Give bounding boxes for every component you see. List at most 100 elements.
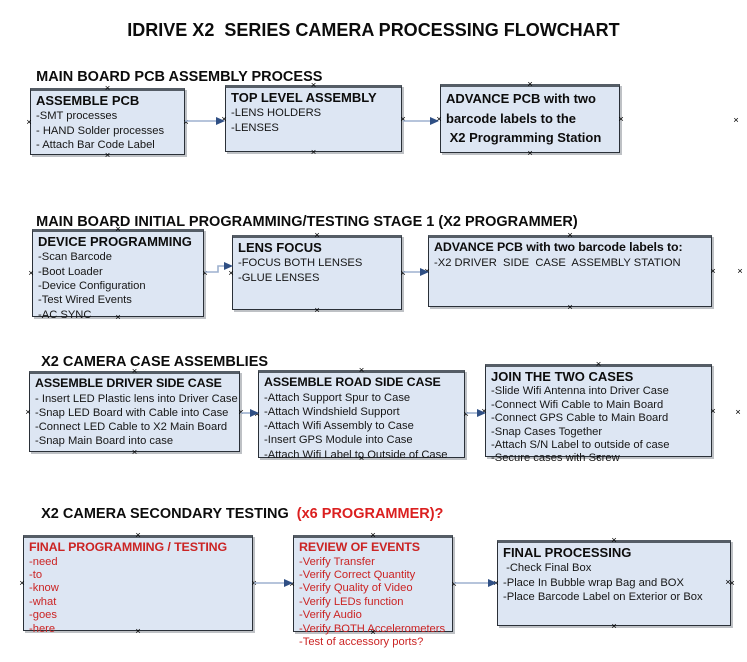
box-item: -Check Final Box [503,562,592,575]
anchor-x-icon [24,118,34,128]
section-header-text: X2 CAMERA CASE ASSEMBLIES [41,354,269,370]
box-item: -Attach Wifi Assembly to Case [264,420,414,433]
box-item: -know [29,582,59,595]
box-item: -goes [29,609,57,622]
flow-box-assemble-pcb[interactable]: ASSEMBLE PCB -SMT processes - HAND Solde… [30,88,185,155]
section-header-text: MAIN BOARD PCB ASSEMBLY PROCESS [36,69,323,85]
box-item: -Insert GPS Module into Case [264,434,413,447]
box-item: -Verify BOTH Accelerometers [299,622,446,635]
box-item: -SMT processes [36,110,118,123]
box-item: -Snap LED Board with Cable into Case [35,406,229,419]
box-item: -here [29,622,56,635]
box-item: -Connect LED Cable to X2 Main Board [35,421,228,434]
anchor-x-icon [133,627,143,637]
anchor-x-icon [708,407,718,417]
box-title: LENS FOCUS [238,240,322,255]
flow-arrow[interactable] [403,114,439,128]
flow-arrow[interactable] [241,406,259,420]
box-item: -Verify Correct Quantity [299,568,416,581]
box-item: -X2 DRIVER SIDE CASE ASSEMBLY STATION [434,256,681,269]
flow-box-advance-pcb-programming-station[interactable]: ADVANCE PCB with two barcode labels to t… [440,84,620,153]
anchor-x-icon [113,225,123,235]
anchor-x-icon [525,149,535,159]
flow-box-final-programming-testing[interactable]: FINAL PROGRAMMING / TESTING -need -to -k… [23,535,253,635]
flow-arrow[interactable] [185,114,225,128]
anchor-x-icon [708,267,718,277]
flow-box-device-programming[interactable]: DEVICE PROGRAMMING -Scan Barcode -Boot L… [32,229,204,321]
box-title: ADVANCE PCB with two barcode labels to: [434,240,683,254]
anchor-x-icon [130,448,140,458]
box-item: -Boot Loader [38,265,103,278]
box-item: -what [29,595,57,608]
anchor-x-icon [594,453,604,463]
anchor-x-icon [609,536,619,546]
box-title: ASSEMBLE DRIVER SIDE CASE [35,376,222,390]
anchor-x-icon [616,115,626,125]
anchor-x-icon [23,408,33,418]
anchor-x-icon [309,81,319,91]
anchor-x-icon [309,148,319,158]
section-header-pcb-assembly: MAIN BOARD PCB ASSEMBLY PROCESS [20,53,322,101]
section-header-text: X2 CAMERA SECONDARY TESTING [41,506,293,522]
box-item: - Insert LED Plastic lens into Driver Ca… [35,392,238,405]
box-item: -Place In Bubble wrap Bag and BOX [503,576,684,589]
anchor-x-icon [103,84,113,94]
box-item: -Attach Windshield Support [264,405,400,418]
box-item: -Test Wired Events [38,294,132,307]
box-item: -FOCUS BOTH LENSES [238,257,363,270]
anchor-x-icon [733,408,743,418]
box-item: -GLUE LENSES [238,271,320,284]
box-item: -Attach S/N Label to outside of case [491,439,670,451]
anchor-x-icon [594,360,604,370]
flow-arrow[interactable] [205,258,233,278]
flow-box-join-the-two-cases[interactable]: JOIN THE TWO CASES -Slide Wifi Antenna i… [485,364,712,464]
box-title: JOIN THE TWO CASES [491,369,634,384]
anchor-x-icon [609,622,619,632]
flow-box-lens-focus[interactable]: LENS FOCUS -FOCUS BOTH LENSES -GLUE LENS… [232,235,402,310]
flow-box-top-level-assembly[interactable]: TOP LEVEL ASSEMBLY -LENS HOLDERS -LENSES [225,85,402,152]
anchor-x-icon [525,80,535,90]
flow-box-advance-pcb-driver-side-station[interactable]: ADVANCE PCB with two barcode labels to: … [428,235,712,307]
box-title: REVIEW OF EVENTS [299,540,420,554]
flow-arrow[interactable] [454,576,497,590]
section-header-text: MAIN BOARD INITIAL PROGRAMMING/TESTING S… [36,214,578,230]
box-item: -Snap Main Board into case [35,435,174,448]
box-title: DEVICE PROGRAMMING [38,234,192,249]
box-item: -Attach Wifi Label to Outside of Case [264,448,448,461]
box-item: -Connect GPS Cable to Main Board [491,412,669,425]
anchor-x-icon [312,231,322,241]
anchor-x-icon [735,267,745,277]
box-title: ASSEMBLE ROAD SIDE CASE [264,375,441,389]
anchor-x-icon [565,231,575,241]
anchor-x-icon [130,367,140,377]
flow-box-assemble-driver-side-case[interactable]: ASSEMBLE DRIVER SIDE CASE - Insert LED P… [29,371,240,452]
anchor-x-icon [368,531,378,541]
box-title: FINAL PROGRAMMING / TESTING [29,540,228,554]
anchor-x-icon [113,313,123,323]
box-item: -Device Configuration [38,279,146,292]
anchor-x-icon [723,578,733,588]
flow-arrow[interactable] [403,265,429,279]
box-item: -LENSES [231,121,279,134]
section-header-secondary-testing: X2 CAMERA SECONDARY TESTING (x6 PROGRAMM… [25,490,443,538]
box-item: -Slide Wifi Antenna into Driver Case [491,385,669,398]
anchor-x-icon [133,531,143,541]
box-item: -Scan Barcode [38,251,113,264]
flow-arrow[interactable] [466,406,486,420]
flow-box-assemble-road-side-case[interactable]: ASSEMBLE ROAD SIDE CASE -Attach Support … [258,370,465,461]
box-item: -LENS HOLDERS [231,107,322,120]
box-item: -Verify LEDs function [299,595,404,608]
box-item: -Attach Support Spur to Case [264,391,411,404]
flow-box-final-processing[interactable]: FINAL PROCESSING -Check Final Box -Place… [497,540,731,626]
page-title: IDRIVE X2 SERIES CAMERA PROCESSING FLOWC… [127,20,620,40]
box-item: -to [29,568,43,581]
box-item: -Test of accessory ports? [299,636,424,649]
box-item: -Snap Cases Together [491,425,603,438]
anchor-x-icon [565,303,575,313]
box-title-line: X2 Programming Station [446,130,602,145]
flow-arrow[interactable] [254,576,293,590]
anchor-x-icon [357,366,367,376]
flow-box-review-of-events[interactable]: REVIEW OF EVENTS -Verify Transfer -Verif… [293,535,453,648]
box-item: -Verify Transfer [299,555,375,568]
